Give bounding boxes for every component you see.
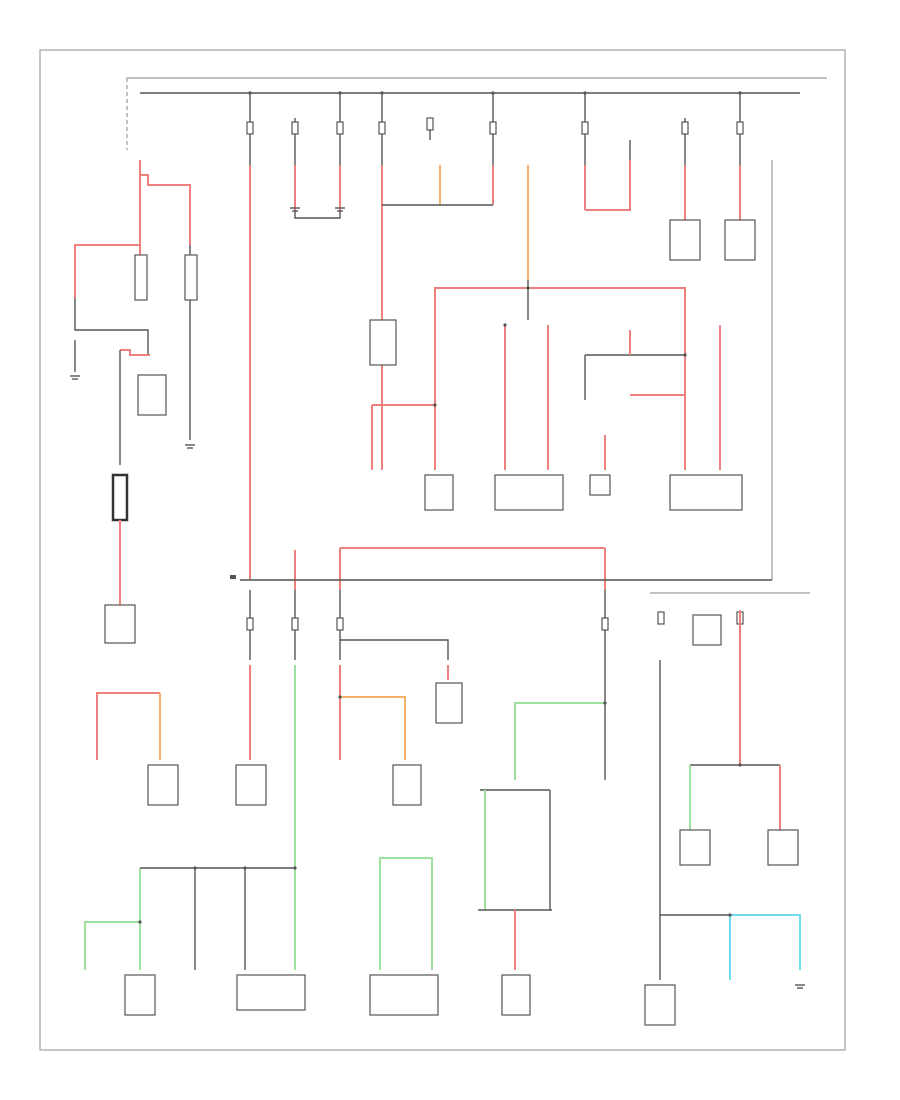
- ground-icon: [795, 984, 805, 989]
- left-feed-area: [74, 160, 198, 605]
- fuse-icon: [336, 121, 344, 135]
- lower-fuse-drops: [246, 590, 744, 660]
- fuse-icon: [736, 121, 744, 135]
- ground-icon: [185, 444, 195, 449]
- fuse-icon: [581, 121, 589, 135]
- fuse-icon: [246, 121, 254, 135]
- lower-section-wires: [84, 592, 810, 980]
- ground-icon: [290, 207, 300, 212]
- fusible-link-icon: [111, 473, 129, 522]
- fuse-icon: [246, 617, 254, 631]
- ground-icon: [70, 375, 80, 380]
- fuse-icon: [291, 121, 299, 135]
- ground-icon: [230, 575, 236, 579]
- ground-icon-group: [70, 207, 805, 989]
- fuse-icon: [657, 611, 665, 625]
- top-section-wires: [249, 160, 741, 580]
- fuse-icon: [336, 617, 344, 631]
- fuse-icon: [489, 121, 497, 135]
- top-fuse-drops: [248, 91, 742, 205]
- fuse-icon: [291, 617, 299, 631]
- diagram-frame: [39, 49, 846, 1051]
- middle-bus: [230, 547, 772, 590]
- lower-components: [104, 604, 799, 1026]
- fuse-icon: [378, 121, 386, 135]
- fuse-icon: [601, 617, 609, 631]
- splice-dot-icon-group: [138, 323, 742, 924]
- middle-section-wires: [371, 280, 721, 470]
- fuse-icon: [426, 117, 434, 131]
- middle-components: [369, 219, 756, 511]
- fuse-icon: [681, 121, 689, 135]
- ground-icon: [335, 207, 345, 212]
- fuse-icon-group: [246, 117, 744, 135]
